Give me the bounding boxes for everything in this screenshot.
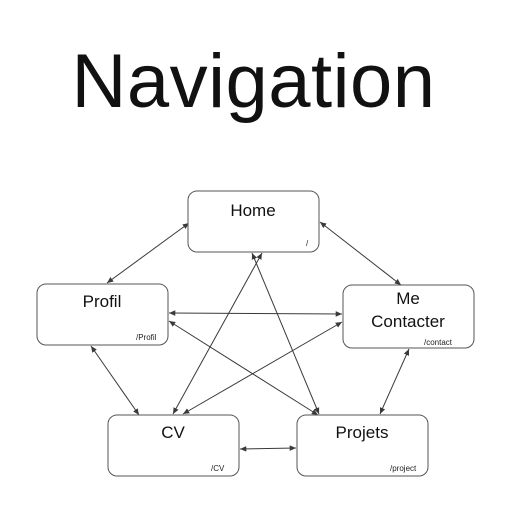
edge-profil-projets (168, 320, 319, 416)
edge-home-projets (251, 252, 320, 415)
node-profil-box (36, 283, 169, 346)
node-profil: Profil /Profil (36, 283, 169, 346)
edge-home-cv (172, 252, 263, 415)
node-home-route: / (306, 239, 309, 248)
edge-profil-contact (168, 310, 343, 317)
node-contact-box (342, 284, 475, 349)
edge-cv-projets (239, 445, 297, 452)
page-title: Navigation (71, 39, 436, 124)
node-projets-box (296, 414, 429, 477)
edge-home-contact (319, 221, 402, 286)
node-contact-route: /contact (424, 338, 453, 347)
node-projets: Projets /project (296, 414, 429, 477)
node-profil-label: Profil (83, 292, 122, 311)
edge-home-profil (106, 222, 190, 284)
node-cv: CV /CV (107, 414, 240, 477)
node-home-label: Home (230, 201, 275, 220)
node-cv-route: /CV (211, 464, 225, 473)
edge-contact-projets (379, 348, 410, 415)
node-projets-route: /project (390, 464, 417, 473)
node-cv-label: CV (161, 423, 185, 442)
node-contact: Me Contacter /contact (342, 284, 475, 349)
edge-contact-cv (182, 321, 343, 415)
node-profil-route: /Profil (136, 333, 157, 342)
edges-group (90, 221, 410, 452)
edge-profil-cv (90, 345, 140, 416)
node-home-box (187, 190, 320, 253)
node-cv-box (107, 414, 240, 477)
node-projets-label: Projets (336, 423, 389, 442)
node-contact-label-line2: Contacter (371, 312, 445, 331)
node-home: Home / (187, 190, 320, 253)
node-contact-label-line1: Me (396, 289, 420, 308)
